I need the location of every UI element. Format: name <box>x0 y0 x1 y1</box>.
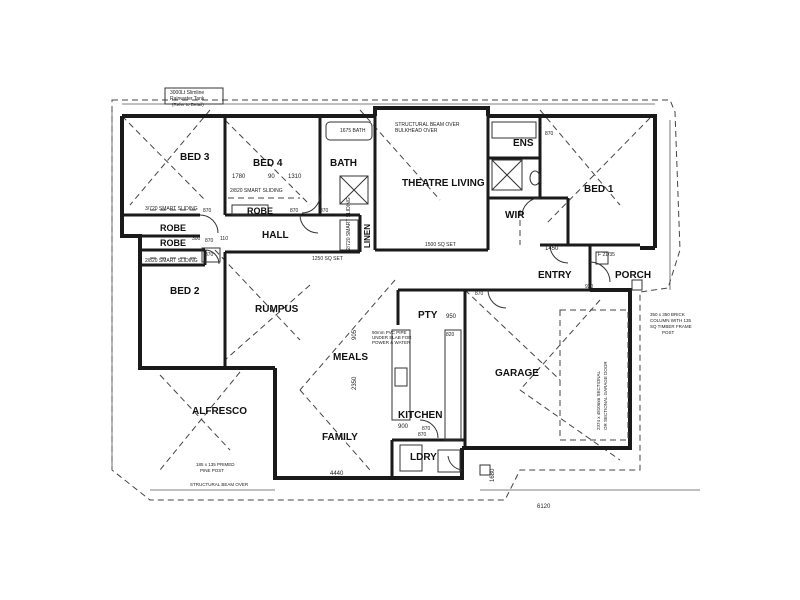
note-power-water: POWER & WATER <box>372 340 411 345</box>
room-hall: HALL <box>262 230 289 241</box>
note-870-b: 870 <box>290 208 299 214</box>
room-pty: PTY <box>418 310 438 321</box>
note-bulkhead: BULKHEAD OVER <box>395 128 438 134</box>
rainwater-tank <box>164 87 224 105</box>
note-bath-1675: 1675 BATH <box>340 128 366 134</box>
note-brick-col-2: COLUMN WITH 135 <box>650 318 692 323</box>
note-1780: 1780 <box>232 174 246 180</box>
note-870-d: 870 <box>205 238 214 244</box>
robe-sliders <box>150 197 521 259</box>
note-pvc: 90mm PVC PIPE <box>372 330 407 335</box>
note-920: 920 <box>585 284 594 290</box>
note-4440: 4440 <box>330 471 344 477</box>
note-sliding-bed4: 2/820 SMART SLIDING <box>230 188 283 194</box>
note-sliding-bed3: 3/720 SMART SLIDING <box>145 206 198 212</box>
room-ldry: LDRY <box>410 452 437 463</box>
room-rumpus: RUMPUS <box>255 304 299 315</box>
note-870-a: 870 <box>203 208 212 214</box>
room-bed2: BED 2 <box>170 286 200 297</box>
note-1450: 1450 <box>545 246 559 252</box>
note-2350: 2350 <box>352 376 358 390</box>
note-110: 110 <box>220 236 228 242</box>
note-90: 90 <box>268 174 275 180</box>
note-beam-bottom: STRUCTURAL BEAM OVER <box>190 482 249 487</box>
internal-walls <box>122 116 640 478</box>
note-beam-over: STRUCTURAL BEAM OVER <box>395 122 460 128</box>
note-905: 905 <box>352 329 358 340</box>
note-pine: 185 x 135 PRIMED <box>196 462 235 467</box>
note-brick-col-4: POST <box>662 330 675 335</box>
room-family: FAMILY <box>322 432 358 443</box>
note-pine-post: PINE POST <box>200 468 224 473</box>
note-roller-door-2: OR SECTIONAL GARAGE DOOR <box>603 361 608 430</box>
note-roller-door: 2374 x 4810mm SECTIONAL <box>596 370 601 430</box>
note-950: 950 <box>446 314 457 320</box>
note-870-e: 870 <box>205 252 214 258</box>
roof-outline <box>111 99 681 501</box>
note-brick-col-3: SQ TIMBER FRAME <box>650 324 692 329</box>
room-wir: WIR <box>505 210 525 221</box>
external-walls <box>120 106 657 480</box>
room-kitchen: KITCHEN <box>398 410 442 421</box>
room-garage: GARAGE <box>495 368 539 379</box>
note-slimline: 3000Lt Slimline <box>170 90 204 96</box>
note-1680: 1680 <box>490 468 496 482</box>
porch-columns <box>479 251 643 476</box>
note-sq1250: 1250 SQ SET <box>312 256 343 262</box>
note-under-slab: UNDER SLAB FOR <box>372 335 412 340</box>
note-sq1500: 1500 SQ SET <box>425 242 456 248</box>
note-sliding-bed2: 2/820 SMART SLIDING <box>145 258 198 264</box>
note-870-i: 870 <box>545 131 554 137</box>
annotations: 3000Lt Slimline Rainwater Tank (Refer to… <box>145 90 692 510</box>
room-robe-bed2: ROBE <box>160 238 186 248</box>
note-6120: 6120 <box>537 504 551 510</box>
room-entry: ENTRY <box>538 270 572 281</box>
note-870-g: 870 <box>422 426 431 432</box>
roof-hip-lines <box>121 109 651 471</box>
note-820: 820 <box>446 332 455 338</box>
room-robe-bed4: ROBE <box>247 206 273 216</box>
note-870-c: 870 <box>320 208 329 214</box>
note-sliding-linen: 2/720 SMART SLIDING <box>346 197 352 250</box>
room-meals: MEALS <box>333 352 368 363</box>
room-bed4: BED 4 <box>253 158 283 169</box>
fixtures <box>201 121 541 473</box>
note-870-f: 870 <box>475 291 484 297</box>
room-bed1: BED 1 <box>584 184 614 195</box>
room-bath: BATH <box>330 158 357 169</box>
note-1310: 1310 <box>288 174 302 180</box>
door-swings <box>199 194 611 471</box>
room-robe-bed3: ROBE <box>160 223 186 233</box>
note-rainwater: Rainwater Tank <box>170 96 205 102</box>
note-300: 300 <box>192 236 201 242</box>
garage-door <box>559 309 629 441</box>
room-linen: LINEN <box>363 224 372 248</box>
note-f2135: F 21/35 <box>598 252 615 258</box>
room-ens: ENS <box>513 138 534 149</box>
note-870-h: 870 <box>418 432 427 438</box>
room-porch: PORCH <box>615 270 651 281</box>
note-brick-col: 350 x 350 BRICK <box>650 312 685 317</box>
note-refer: (Refer to Detail) <box>172 102 204 107</box>
room-alfresco: ALFRESCO <box>192 406 247 417</box>
room-bed3: BED 3 <box>180 152 210 163</box>
note-900: 900 <box>398 424 409 430</box>
room-theatre-living: THEATRE LIVING <box>402 178 485 189</box>
